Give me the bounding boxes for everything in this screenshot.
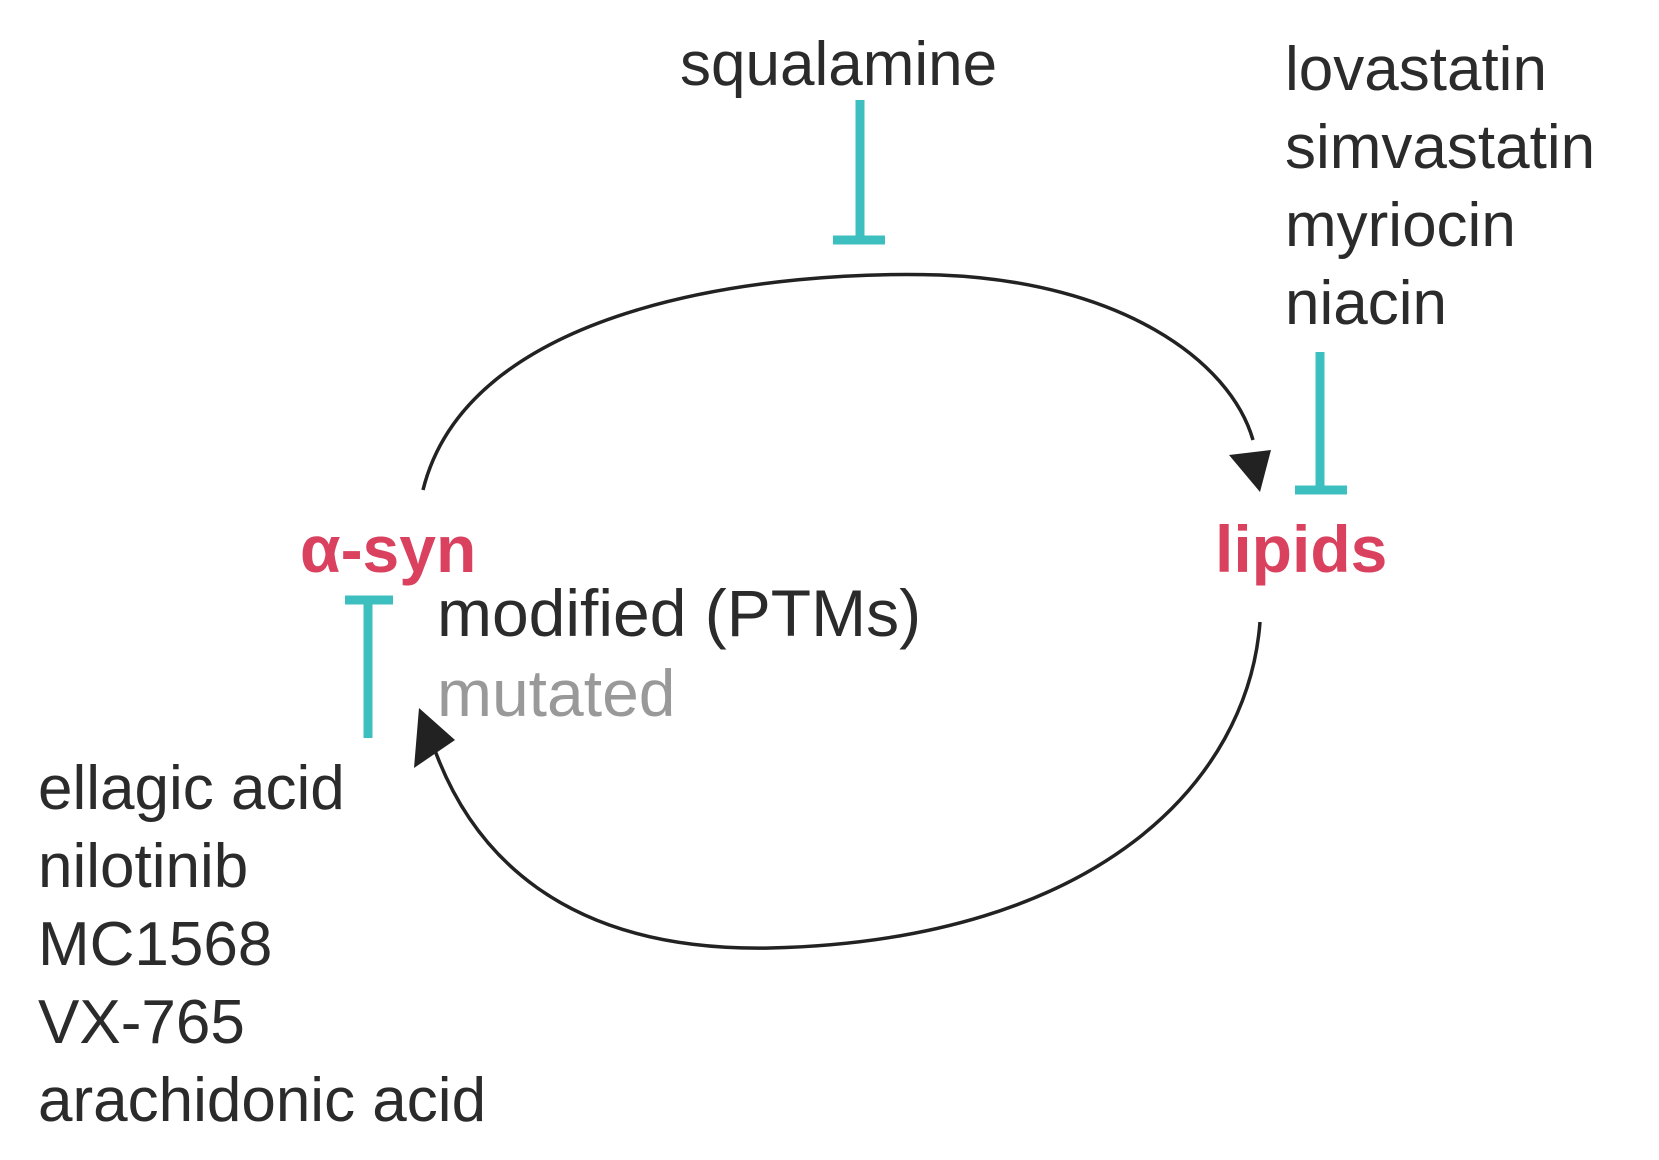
inhibitor-item: lovastatin xyxy=(1285,35,1547,104)
arrow-syn-to-lipids xyxy=(421,272,1255,491)
inhibitor-list-top: squalamine xyxy=(680,26,997,104)
inhibitor-item: squalamine xyxy=(680,30,998,99)
inhibitor-item: niacin xyxy=(1285,269,1447,338)
inhibitor-item: ellagic acid xyxy=(38,754,345,823)
inhibitor-list-alpha-syn: ellagic acid nilotinib MC1568 VX-765 ara… xyxy=(38,750,486,1140)
inhibitor-item: VX-765 xyxy=(38,988,245,1057)
inhibitor-item: arachidonic acid xyxy=(38,1066,487,1135)
arrow-lipids-to-syn xyxy=(431,621,1262,950)
node-alpha-syn: α-syn xyxy=(300,512,477,586)
state-modified: modified (PTMs) xyxy=(437,576,922,650)
state-mutated: mutated xyxy=(437,656,676,730)
inhibitor-item: MC1568 xyxy=(38,910,273,979)
node-lipids: lipids xyxy=(1215,512,1388,586)
inhibitor-item: nilotinib xyxy=(38,832,249,901)
inhibitor-list-lipids: lovastatin simvastatin myriocin niacin xyxy=(1285,31,1595,343)
inhibitor-item: simvastatin xyxy=(1285,113,1596,182)
inhibitor-item: myriocin xyxy=(1285,191,1516,260)
arrowhead-to-syn xyxy=(414,708,455,768)
arrowhead-to-lipids xyxy=(1229,450,1271,492)
